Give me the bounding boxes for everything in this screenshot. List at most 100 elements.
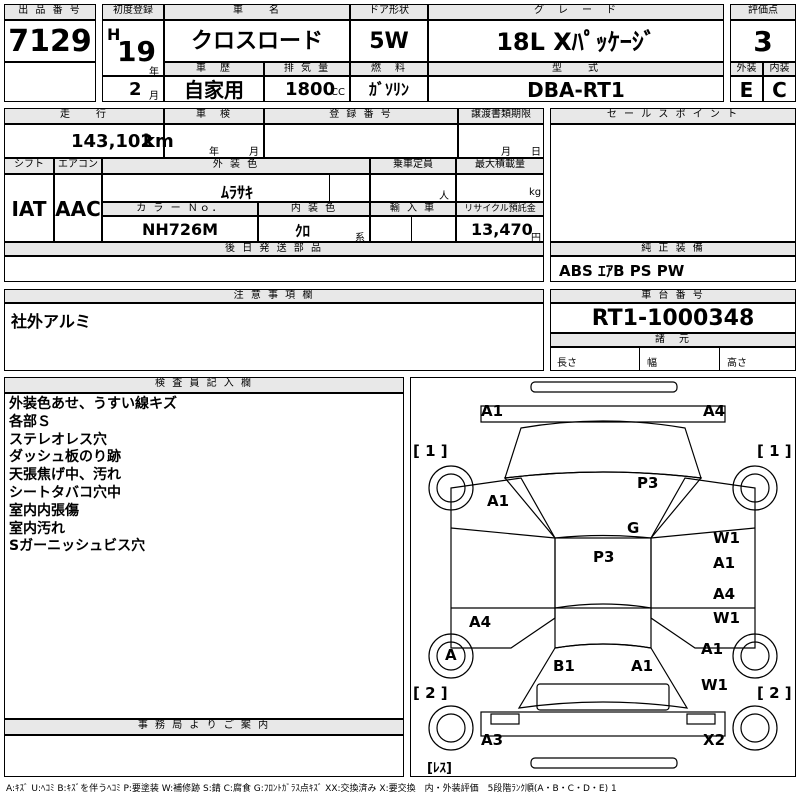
later-parts-header: 後 日 発 送 部 品 bbox=[4, 242, 544, 256]
score-value: 3 bbox=[730, 20, 796, 62]
office-cell bbox=[4, 735, 404, 777]
import-divider bbox=[411, 217, 412, 241]
inspector-line: ステレオレス穴 bbox=[9, 431, 107, 448]
reg-no-cell bbox=[264, 124, 458, 158]
first-reg-year-cell: H 19 年 bbox=[102, 20, 164, 78]
transfer-header: 譲渡書類期限 bbox=[458, 108, 544, 124]
mileage-value: 143,102 bbox=[71, 131, 153, 152]
recycle-unit: 円 bbox=[531, 233, 541, 244]
spec-length-label: 長さ bbox=[557, 358, 577, 369]
mark-right-rear-2: W1 bbox=[701, 676, 728, 694]
first-reg-month-cell: 2 月 bbox=[102, 76, 164, 102]
mark-right-fender-1: W1 bbox=[713, 529, 740, 547]
recycle-header: リサイクル預託金 bbox=[456, 202, 544, 216]
legend: A:ｷｽﾞ U:ﾍｺﾐ B:ｷｽﾞを伴うﾍｺﾐ P:要塗装 W:補修跡 S:錆 … bbox=[6, 784, 617, 794]
car-name: クロスロード bbox=[164, 20, 350, 62]
car-outline bbox=[450, 381, 756, 769]
displacement-header: 排 気 量 bbox=[264, 62, 350, 76]
history-header: 車 歴 bbox=[164, 62, 264, 76]
equipment-header: 純 正 装 備 bbox=[550, 242, 796, 256]
displacement-value: 1800 bbox=[285, 79, 336, 100]
mileage-header: 走 行 bbox=[4, 108, 164, 124]
office-header: 事 務 局 よ り ご 案 内 bbox=[4, 719, 404, 735]
recycle-cell: 13,470 円 bbox=[456, 216, 544, 244]
ext-grade: E bbox=[730, 76, 763, 102]
displacement-cell: 1800 CC bbox=[264, 76, 350, 102]
mark-right-door-2: A4 bbox=[713, 585, 735, 603]
transfer-cell: 月 日 bbox=[458, 124, 544, 158]
inspection-header: 車 検 bbox=[164, 108, 264, 124]
spec-divider-1 bbox=[639, 348, 640, 370]
notes-cell: 社外アルミ bbox=[4, 303, 544, 371]
notes-text: 社外アルミ bbox=[11, 312, 91, 331]
spec-width-label: 幅 bbox=[647, 358, 657, 369]
lot-header: 出 品 番 号 bbox=[4, 4, 96, 20]
damage-diagram: A1 A4 [ 1 ] [ 1 ] A1 P3 G W1 A1 P3 A4 W1… bbox=[410, 377, 796, 777]
transfer-day-unit: 日 bbox=[531, 147, 541, 158]
mark-left-door: A4 bbox=[469, 613, 491, 631]
ext-grade-header: 外装 bbox=[730, 62, 763, 76]
history-value: 自家用 bbox=[164, 76, 264, 102]
int-color-cell: ｸﾛ 系 bbox=[258, 216, 370, 244]
import-header: 輸 入 車 bbox=[370, 202, 456, 216]
inspector-line: 各部Ｓ bbox=[9, 413, 51, 430]
later-parts-cell bbox=[4, 256, 544, 282]
damage-marks: A1 A4 [ 1 ] [ 1 ] A1 P3 G W1 A1 P3 A4 W1… bbox=[413, 402, 792, 776]
mark-rear-left: B1 bbox=[553, 657, 575, 675]
mileage-cell: 143,102 km bbox=[4, 124, 174, 158]
chassis-number: RT1-1000348 bbox=[550, 303, 796, 333]
color-no-header: カ ラ ー Ｎｏ． bbox=[102, 202, 258, 216]
reg-no-header: 登 録 番 号 bbox=[264, 108, 458, 124]
fuel-value: ｶﾞｿﾘﾝ bbox=[350, 76, 428, 102]
spec-divider-2 bbox=[719, 348, 720, 370]
score-header: 評価点 bbox=[730, 4, 796, 20]
ac-header: エアコン bbox=[54, 158, 102, 174]
import-cell bbox=[370, 216, 456, 242]
chassis-header: 車 台 番 号 bbox=[550, 289, 796, 303]
mark-rear-bumper-left: A3 bbox=[481, 731, 503, 749]
lot-number: 7129 bbox=[4, 20, 96, 62]
load-header: 最大積載量 bbox=[456, 158, 544, 174]
ext-color-divider bbox=[329, 175, 330, 201]
int-color-suffix: 系 bbox=[355, 233, 365, 244]
notes-header: 注 意 事 項 欄 bbox=[4, 289, 544, 303]
ac-value: AAC bbox=[54, 174, 102, 242]
equipment-cell: ABS ｴｱB PS PW bbox=[550, 256, 796, 282]
mark-spare: [ﾚｽ] bbox=[427, 761, 452, 776]
equipment-value: ABS ｴｱB PS PW bbox=[559, 262, 685, 280]
int-color-header: 内 装 色 bbox=[258, 202, 370, 216]
wheel-icons bbox=[428, 465, 778, 751]
lot-blank bbox=[4, 62, 96, 102]
sales-points-header: セ ー ル ス ポ イ ン ト bbox=[550, 108, 796, 124]
inspector-header: 検 査 員 記 入 欄 bbox=[4, 377, 404, 393]
inspection-year-unit: 年 bbox=[209, 147, 219, 158]
mark-tire-rl: [ 2 ] bbox=[413, 684, 448, 702]
reg-year: 19 bbox=[117, 35, 156, 68]
car-diagram-svg: A1 A4 [ 1 ] [ 1 ] A1 P3 G W1 A1 P3 A4 W1… bbox=[413, 381, 792, 776]
car-name-header: 車 名 bbox=[164, 4, 350, 20]
inspector-line: シートタバコ穴中 bbox=[9, 484, 121, 501]
int-grade-header: 内装 bbox=[763, 62, 796, 76]
mark-right-fender-2: A1 bbox=[713, 554, 735, 572]
ext-color-value: ﾑﾗｻｷ bbox=[221, 183, 254, 202]
grade-value: 18L Xﾊﾟｯｹｰｼﾞ bbox=[428, 20, 724, 62]
inspector-cell: 外装色あせ、うすい線キズ 各部Ｓ ステレオレス穴 ダッシュ板のり跡 天張焦げ中、… bbox=[4, 393, 404, 719]
mark-front-left: A1 bbox=[481, 402, 503, 420]
mileage-unit: km bbox=[143, 131, 174, 152]
mark-rear-bumper-right: X2 bbox=[703, 731, 725, 749]
doors-value: 5W bbox=[350, 20, 428, 62]
specs-cell: 長さ 幅 高さ bbox=[550, 347, 796, 371]
mark-roof: P3 bbox=[593, 548, 614, 566]
transfer-month-unit: 月 bbox=[501, 147, 511, 158]
inspector-line: ダッシュ板のり跡 bbox=[9, 449, 121, 466]
inspector-lines: 外装色あせ、うすい線キズ 各部Ｓ ステレオレス穴 ダッシュ板のり跡 天張焦げ中、… bbox=[9, 396, 177, 556]
first-reg-header: 初度登録 bbox=[102, 4, 164, 20]
ext-color-cell: ﾑﾗｻｷ bbox=[102, 174, 370, 202]
sales-points-cell bbox=[550, 124, 796, 242]
shift-value: IAT bbox=[4, 174, 54, 242]
mark-rear-right: A1 bbox=[631, 657, 653, 675]
inspector-line: 天張焦げ中、汚れ bbox=[9, 467, 121, 484]
model-header: 型 式 bbox=[428, 62, 724, 76]
inspector-line: 室内汚れ bbox=[9, 520, 65, 537]
inspector-line: Sガーニッシュビス穴 bbox=[9, 538, 146, 555]
